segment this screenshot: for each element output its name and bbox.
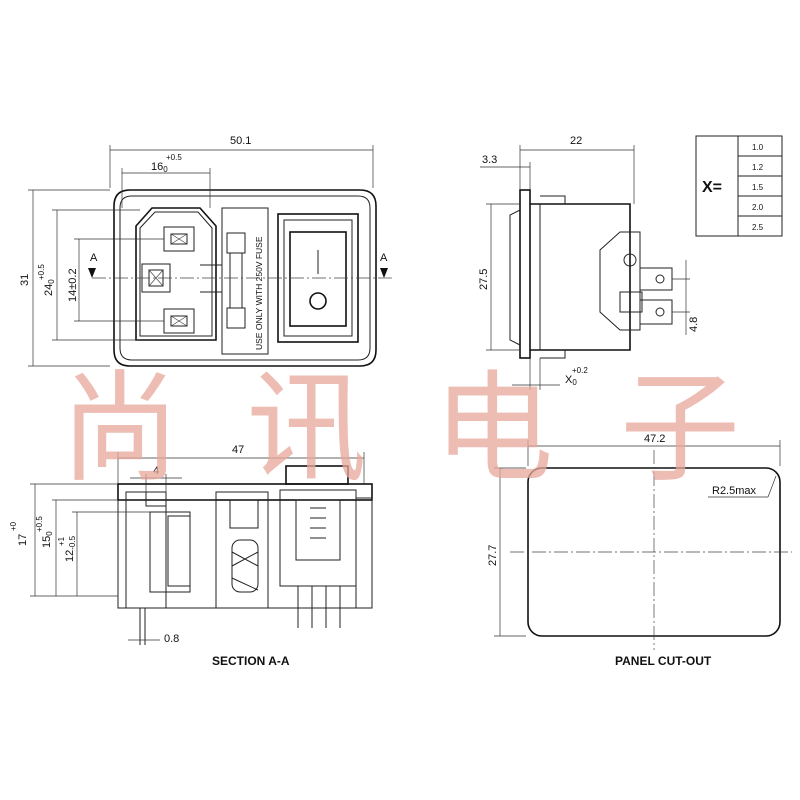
iec-inlet-inner <box>139 211 213 337</box>
side-terminal-block <box>599 231 641 331</box>
inlet-height-sup: +0.5 <box>37 264 46 280</box>
side-body <box>530 203 631 351</box>
cutout-title: PANEL CUT-OUT <box>615 654 712 668</box>
section-arrow-left <box>88 268 96 278</box>
inlet-notch <box>200 264 223 293</box>
section-dim2-base: 15 <box>41 536 53 548</box>
section-view: 47 4 0.8 17 +0 150 +0.5 12-0.5 +1 SECTIO… <box>9 444 373 668</box>
terminal-hole-upper <box>655 274 665 284</box>
side-latch-bottom <box>540 350 566 359</box>
panel-x-base: X <box>565 374 573 386</box>
section-right-wall <box>355 497 373 609</box>
radius-label: R2.5max <box>712 485 757 497</box>
pin-label: 0.8 <box>164 633 179 645</box>
section-marker-left: A <box>90 252 98 264</box>
front-width-label: 50.1 <box>230 135 251 147</box>
side-terminal-clip <box>619 291 643 313</box>
panel-x-sub: 0 <box>572 378 577 387</box>
body-height-label: 27.5 <box>478 269 490 290</box>
fuse-body <box>229 252 243 309</box>
rocker-switch-button <box>289 231 347 327</box>
terminal-label: 4.8 <box>688 317 700 332</box>
svg-text:12-0.5: 12-0.5 <box>64 535 77 562</box>
x-table: X= 1.0 1.2 1.5 2.0 2.5 <box>695 135 783 237</box>
section-arrow-right <box>380 268 388 278</box>
inlet-pin-top <box>163 226 195 252</box>
x-value-2: 1.2 <box>752 163 764 172</box>
cutout-width-label: 47.2 <box>644 433 665 445</box>
section-width-label: 47 <box>232 444 244 456</box>
offset-label: 4 <box>153 465 159 477</box>
panel-x-sup: +0.2 <box>572 366 588 375</box>
terminal-hole-lower <box>655 307 665 317</box>
flange-label: 3.3 <box>482 154 497 166</box>
x-value-1: 1.0 <box>752 143 764 152</box>
section-dim1-sup: +0 <box>9 521 18 531</box>
section-dim2-sub: 0 <box>45 531 54 536</box>
section-fuse-spring-coils <box>231 551 259 591</box>
x-value-3: 1.5 <box>752 183 764 192</box>
x-value-4: 2.0 <box>752 203 764 212</box>
front-height-label: 31 <box>19 274 31 286</box>
side-terminal-screw <box>623 253 637 267</box>
fuse-warning-text: USE ONLY WITH 250V FUSE <box>254 236 264 350</box>
section-fuse-cap <box>229 499 259 529</box>
iec-inlet-outline <box>135 207 217 341</box>
front-flange-outline <box>113 189 377 367</box>
side-flange <box>519 189 531 359</box>
watermark: 尚讯电子 <box>60 360 740 499</box>
section-title: SECTION A-A <box>212 654 290 668</box>
front-flange-inner <box>119 195 371 361</box>
inlet-width-sub: 0 <box>163 165 168 174</box>
fuse-cap-bottom <box>226 307 246 329</box>
section-dim3-sup: +1 <box>57 536 66 546</box>
switch-off-mark <box>309 292 327 310</box>
inlet-width-sup: +0.5 <box>166 153 182 162</box>
inlet-width-base: 16 <box>151 161 163 173</box>
svg-text:17: 17 <box>17 534 29 546</box>
section-contact-inner <box>167 515 191 587</box>
pin-pitch-label: 14±0.2 <box>67 268 79 302</box>
section-switch-mechanism <box>295 499 341 561</box>
side-depth-label: 22 <box>570 135 582 147</box>
section-dim3-sub: -0.5 <box>68 535 77 549</box>
inlet-height-base: 24 <box>43 284 55 296</box>
fuse-holder <box>221 207 269 355</box>
svg-text:160: 160 <box>151 161 168 174</box>
svg-text:X0: X0 <box>565 374 577 387</box>
svg-text:240: 240 <box>43 279 56 296</box>
section-rocker-top <box>285 465 349 485</box>
section-marker-right: A <box>380 252 388 264</box>
x-table-label: X= <box>702 179 722 196</box>
side-rocker-profile <box>509 209 521 346</box>
section-fuse-chamber <box>215 491 269 609</box>
svg-text:150: 150 <box>41 531 54 548</box>
section-dim3-base: 12 <box>64 550 76 562</box>
side-latch-top <box>540 195 566 204</box>
section-contact <box>149 511 191 593</box>
front-view: USE ONLY WITH 250V FUSE I A A 50.1 160 +… <box>19 135 392 367</box>
inlet-pin-bottom <box>163 308 195 334</box>
section-dim1-base: 17 <box>17 534 29 546</box>
section-offset-block <box>145 491 167 507</box>
section-dim2-sup: +0.5 <box>35 516 44 532</box>
section-inlet-cavity <box>125 491 167 609</box>
inlet-height-sub: 0 <box>47 279 56 284</box>
side-view: 22 3.3 27.5 4.8 X0 +0.2 <box>478 135 700 390</box>
panel-cutout: 47.2 27.7 R2.5max PANEL CUT-OUT <box>487 433 792 668</box>
x-value-5: 2.5 <box>752 223 764 232</box>
cutout-height-label: 27.7 <box>487 545 499 566</box>
fuse-cap-top <box>226 232 246 254</box>
